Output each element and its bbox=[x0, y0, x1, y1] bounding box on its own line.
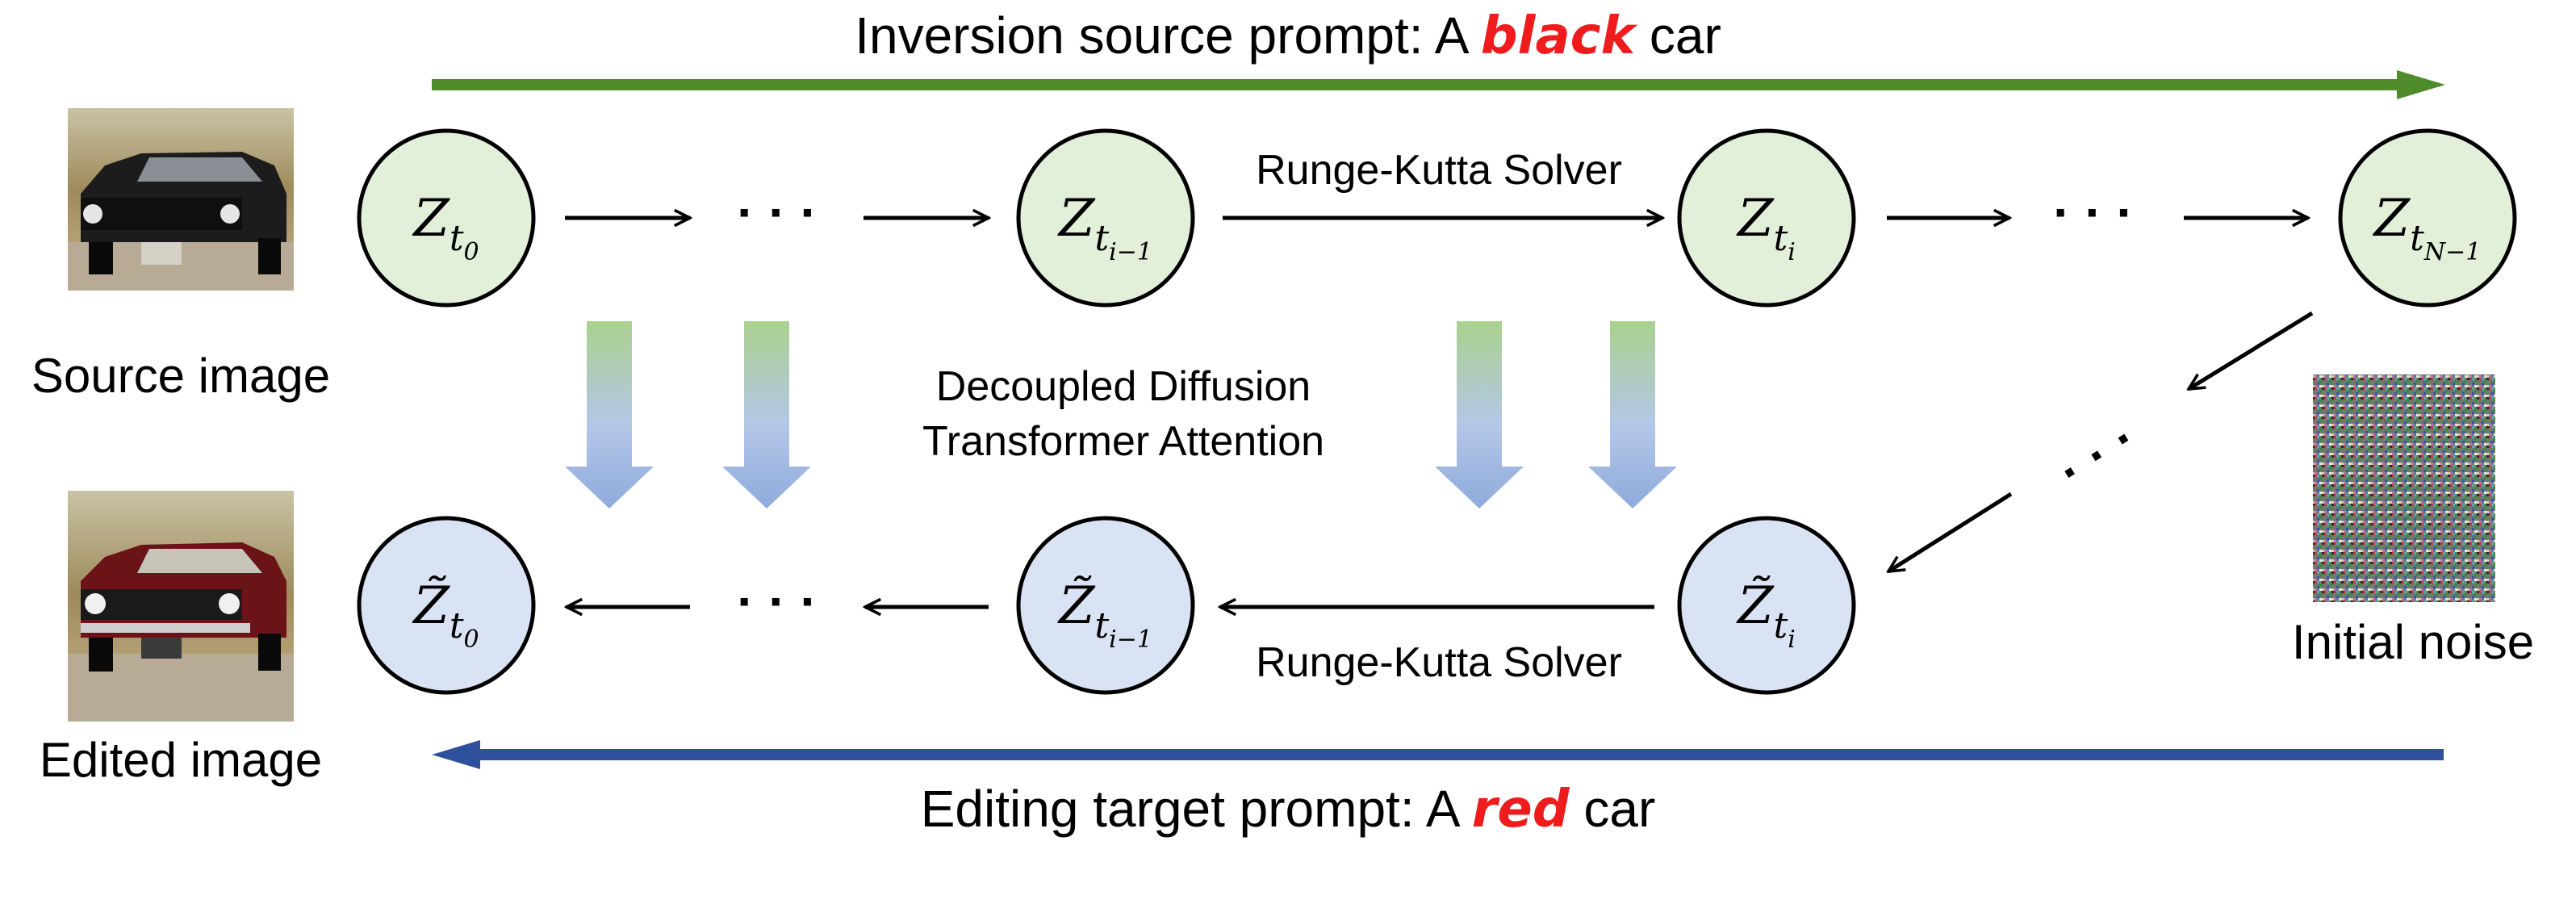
attention-label-line2: Transformer Attention bbox=[922, 418, 1324, 465]
svg-text:Z̃ti−1: Z̃ti−1 bbox=[1057, 575, 1152, 654]
attention-arrow-4 bbox=[1588, 321, 1677, 508]
bottom-prompt-keyword: red bbox=[1472, 780, 1570, 839]
attention-arrow-1 bbox=[565, 321, 654, 508]
diag-ellipsis: · · · bbox=[2048, 408, 2147, 500]
bottom-prompt-arrow bbox=[432, 740, 2444, 769]
top-ellipsis-1: · · · bbox=[737, 183, 818, 241]
diag-arrow-2 bbox=[1888, 492, 2013, 571]
top-prompt-text: Inversion source prompt: A black car bbox=[855, 6, 1721, 66]
bottom-prompt-text: Editing target prompt: A red car bbox=[921, 780, 1656, 839]
initial-noise-image bbox=[2313, 374, 2495, 602]
top-prompt-arrow bbox=[432, 70, 2445, 99]
attention-arrow-2 bbox=[722, 321, 811, 508]
svg-text:ZtN−1: ZtN−1 bbox=[2373, 189, 2482, 266]
source-image bbox=[68, 108, 294, 291]
diag-arrow-1 bbox=[2189, 311, 2314, 391]
source-image-label: Source image bbox=[31, 349, 330, 403]
svg-text:Z̃t0: Z̃t0 bbox=[412, 575, 479, 654]
svg-text:Zti−1: Zti−1 bbox=[1057, 189, 1152, 266]
top-solver-label: Runge-Kutta Solver bbox=[1256, 147, 1622, 194]
top-ellipsis-2: · · · bbox=[2053, 183, 2134, 241]
top-node-n-minus-1: ZtN−1 bbox=[2338, 128, 2517, 308]
top-node-0: Zt0 bbox=[357, 128, 536, 308]
bottom-solver-label: Runge-Kutta Solver bbox=[1256, 639, 1622, 686]
bottom-ellipsis-1: · · · bbox=[737, 572, 818, 630]
bottom-node-i-minus-1: Z̃ti−1 bbox=[1016, 516, 1195, 695]
top-node-i: Zti bbox=[1677, 128, 1856, 308]
svg-text:Zt0: Zt0 bbox=[412, 189, 479, 266]
bottom-node-i: Z̃ti bbox=[1677, 516, 1856, 695]
edited-image bbox=[68, 491, 294, 722]
svg-text:Z̃ti: Z̃ti bbox=[1736, 575, 1796, 654]
svg-text:Zti: Zti bbox=[1736, 189, 1796, 266]
top-prompt-keyword: black bbox=[1481, 6, 1638, 66]
bottom-node-0: Z̃t0 bbox=[357, 516, 536, 695]
attention-arrow-3 bbox=[1435, 321, 1524, 508]
edited-image-label: Edited image bbox=[40, 733, 322, 787]
attention-label-line1: Decoupled Diffusion bbox=[936, 363, 1311, 410]
top-node-i-minus-1: Zti−1 bbox=[1016, 128, 1195, 308]
initial-noise-label: Initial noise bbox=[2292, 615, 2534, 669]
